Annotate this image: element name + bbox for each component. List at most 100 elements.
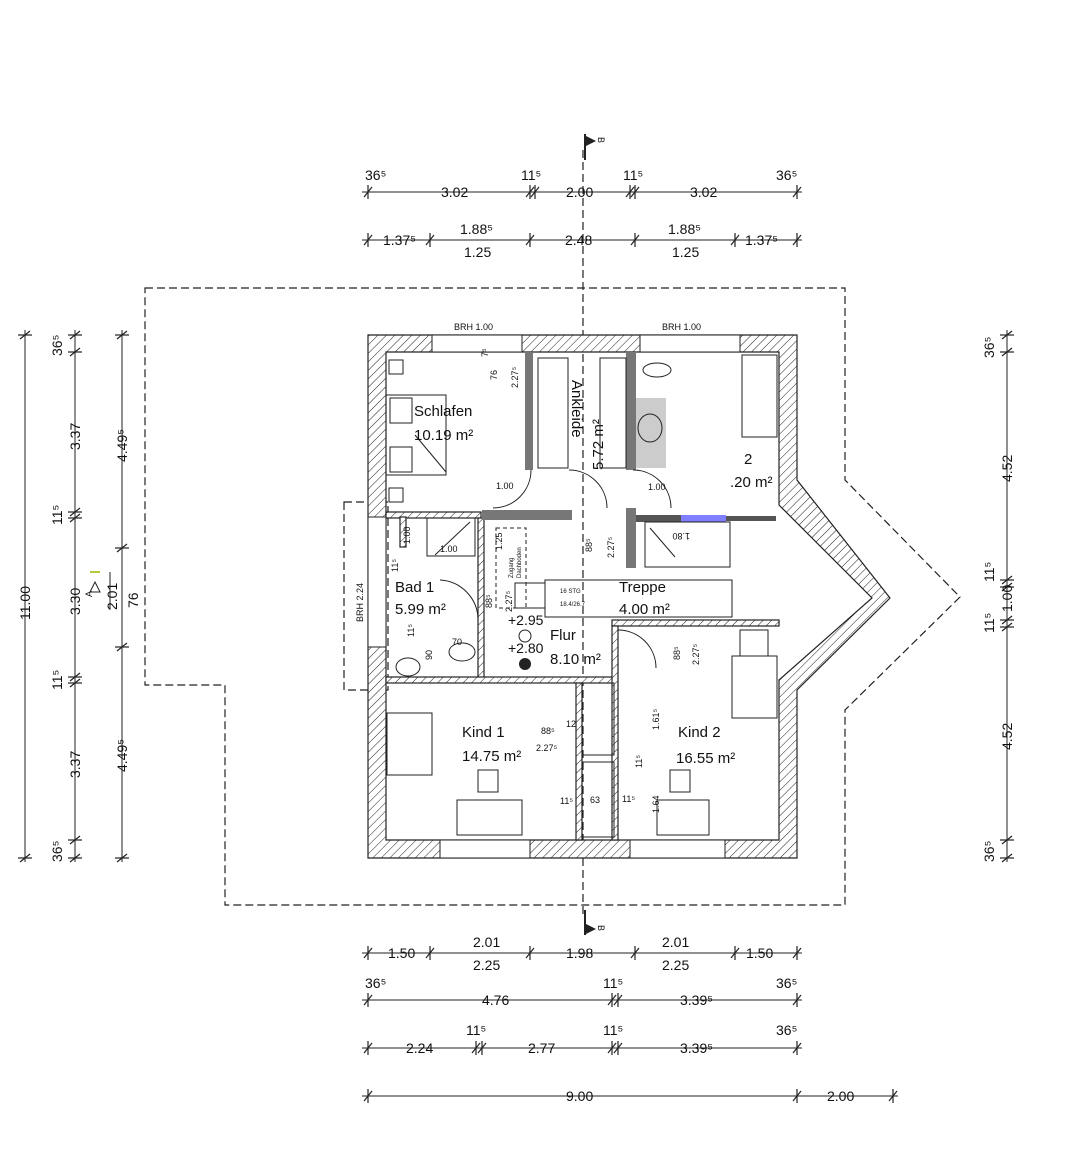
dimension-label: 4.49⁵ bbox=[114, 739, 130, 772]
room-area-kind2: 16.55 m² bbox=[676, 750, 735, 767]
dimension-label: 2.27⁵ bbox=[504, 590, 514, 612]
inner-dimensions: 76 7⁵ 2.27⁵ 1.00 1.00 1.00 1.00 11⁵ 1.25… bbox=[390, 348, 701, 813]
dimension-label: 88⁵ bbox=[541, 726, 555, 736]
dimension-label: 4.49⁵ bbox=[114, 429, 130, 462]
dimension-label: 11⁵ bbox=[623, 167, 643, 183]
dimension-label: 36⁵ bbox=[776, 975, 797, 991]
room-name-kind2: Kind 2 bbox=[678, 724, 721, 741]
level-upper: +2.95 bbox=[508, 612, 544, 628]
dimension-label: 1.98 bbox=[566, 945, 593, 961]
dimension-label: 1.25 bbox=[464, 244, 491, 260]
dimension-labels: 36⁵ 3.02 11⁵ 2.00 11⁵ 3.02 36⁵ 1.37⁵ 1.8… bbox=[17, 167, 1015, 1104]
roof-outline bbox=[144, 287, 961, 906]
dimension-label: 2.01 bbox=[104, 583, 120, 610]
dimension-label: 1.80 bbox=[672, 531, 690, 541]
level-symbol bbox=[518, 629, 532, 643]
dimension-label: 11.00 bbox=[17, 586, 33, 620]
room-area-kind1: 14.75 m² bbox=[462, 748, 521, 765]
dimension-label: 2.00 bbox=[566, 184, 593, 200]
dimension-label: 2.25 bbox=[662, 957, 689, 973]
dimension-label: 1.61⁵ bbox=[651, 708, 661, 730]
brh-label: BRH 1.00 bbox=[662, 322, 701, 332]
dimension-label: 2.27⁵ bbox=[691, 643, 701, 665]
dimension-label: 2.25 bbox=[473, 957, 500, 973]
dimension-label: 11⁵ bbox=[603, 1022, 623, 1038]
dimension-label: A bbox=[84, 591, 94, 597]
dimension-label: 4.52 bbox=[999, 455, 1015, 482]
dimension-label: 7⁵ bbox=[480, 348, 490, 357]
dimension-label: 90 bbox=[424, 650, 434, 660]
room-area-flur: 8.10 m² bbox=[550, 651, 601, 668]
dimension-chains bbox=[18, 185, 1014, 1103]
dimension-label: 70 bbox=[452, 637, 462, 647]
dimension-label: 88⁵ bbox=[672, 646, 682, 660]
dimension-label: 1.50 bbox=[388, 945, 415, 961]
dimension-label: 1.25 bbox=[672, 244, 699, 260]
dimension-label: 1.64 bbox=[651, 795, 661, 813]
dimension-label: 11⁵ bbox=[521, 167, 541, 183]
brh-label: BRH 2.24 bbox=[355, 583, 365, 622]
room-name-kind1: Kind 1 bbox=[462, 724, 505, 741]
dimension-label: 1.25 bbox=[494, 532, 504, 550]
furniture bbox=[385, 354, 778, 836]
dimension-label: 1.00 bbox=[999, 585, 1015, 612]
dimension-label: 1.50 bbox=[746, 945, 773, 961]
room-area-bad2: .20 m² bbox=[730, 474, 773, 491]
dimension-label: 88⁵ bbox=[584, 538, 594, 552]
dimension-label: 11⁵ bbox=[49, 670, 65, 690]
window-right bbox=[639, 334, 741, 353]
dimension-label: 2.24 bbox=[406, 1040, 433, 1056]
dimension-label: 4.76 bbox=[482, 992, 509, 1008]
dimension-label: 3.02 bbox=[441, 184, 468, 200]
room-name-bad2: 2 bbox=[744, 451, 752, 468]
section-marker-bottom[interactable]: B bbox=[584, 910, 606, 935]
window-left bbox=[431, 334, 523, 353]
room-area-treppe: 4.00 m² bbox=[619, 601, 670, 618]
dimension-label: 36⁵ bbox=[776, 1022, 797, 1038]
dimension-label: 11⁵ bbox=[981, 562, 997, 582]
dimension-label: 76 bbox=[125, 592, 141, 608]
annotations: BRH 1.00 BRH 1.00 BRH 2.24 16 STG 18.4/2… bbox=[355, 322, 701, 656]
dimension-label: 1.88⁵ bbox=[668, 221, 701, 237]
dimension-label: 36⁵ bbox=[365, 975, 386, 991]
dimension-label: 9.00 bbox=[566, 1088, 593, 1104]
dimension-label: 2.27⁵ bbox=[606, 536, 616, 558]
attic-access: Dachboden bbox=[517, 547, 523, 578]
dimension-label: 1.00 bbox=[496, 481, 514, 491]
window-kind2 bbox=[629, 839, 726, 859]
dimension-label: 3.37 bbox=[67, 751, 83, 778]
dimension-label: 3.37 bbox=[67, 423, 83, 450]
glass-panel bbox=[681, 515, 726, 522]
level-lower: +2.80 bbox=[508, 640, 544, 656]
dimension-label: 2.01 bbox=[662, 934, 689, 950]
dimension-label: 11⁵ bbox=[981, 613, 997, 633]
dimension-label: 88⁵ bbox=[484, 594, 494, 608]
window-bad1 bbox=[367, 516, 387, 648]
room-area-bad1: 5.99 m² bbox=[395, 601, 446, 618]
wardrobes bbox=[537, 357, 627, 838]
dimension-label: B bbox=[596, 137, 606, 143]
dimension-label: 1.37⁵ bbox=[383, 232, 416, 248]
stairs-steps: 16 STG bbox=[560, 589, 581, 595]
level-symbol-filled bbox=[519, 658, 531, 670]
dimension-label: 4.52 bbox=[999, 723, 1015, 750]
dimension-label: 3.39⁵ bbox=[680, 992, 713, 1008]
dimension-label: 2.48 bbox=[565, 232, 592, 248]
dimension-label: 2.27⁵ bbox=[510, 366, 520, 388]
dimension-label: 11⁵ bbox=[49, 505, 65, 525]
axis-marker-a[interactable]: A bbox=[84, 571, 101, 597]
dimension-label: 2.27⁵ bbox=[536, 743, 558, 753]
dimension-label: 11⁵ bbox=[560, 796, 573, 806]
room-name-ankleide: Ankleide bbox=[568, 380, 585, 438]
section-marker-top[interactable]: B bbox=[584, 134, 606, 160]
dimension-label: 76 bbox=[489, 370, 499, 380]
room-name-bad1: Bad 1 bbox=[395, 579, 434, 596]
dimension-label: 1.00 bbox=[648, 482, 666, 492]
window-kind1 bbox=[439, 839, 531, 859]
dimension-label: 2.00 bbox=[827, 1088, 854, 1104]
dimension-label: 11⁵ bbox=[406, 624, 416, 637]
room-area-schlafen: 10.19 m² bbox=[414, 427, 473, 444]
room-name-treppe: Treppe bbox=[619, 579, 666, 596]
dimension-label: 1.37⁵ bbox=[745, 232, 778, 248]
